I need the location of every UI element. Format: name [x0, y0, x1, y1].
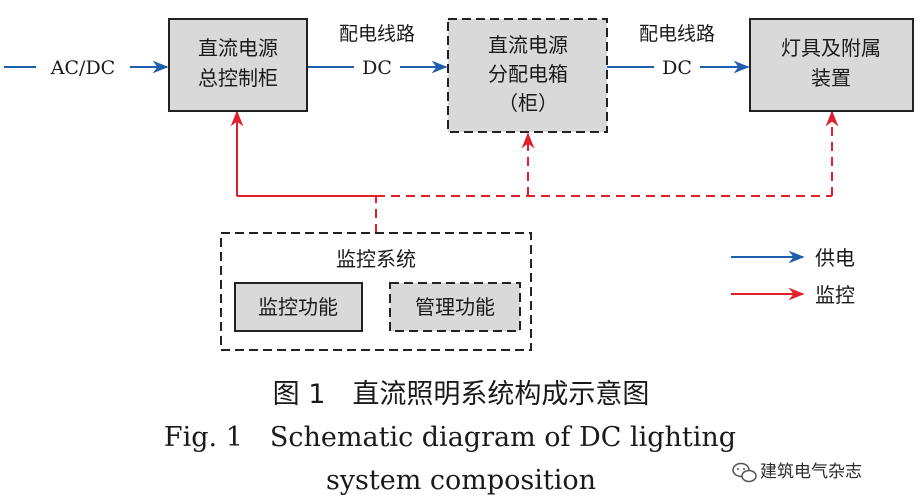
legend-monitor-label: 监控 [815, 283, 855, 307]
watermark-text: 建筑电气杂志 [760, 462, 862, 482]
caption-en-line-1: Fig. 1 Schematic diagram of DC lighting [164, 422, 736, 453]
node-monitor-system: 监控系统 监控功能 管理功能 [220, 232, 532, 351]
node-dist-box: 直流电源 分配电箱 （柜） [447, 18, 608, 133]
wechat-icon [732, 462, 757, 483]
lamps-line-2: 装置 [811, 66, 851, 90]
monitor-lines [230, 110, 839, 233]
legend-supply-label: 供电 [815, 246, 855, 270]
watermark: 建筑电气杂志 [732, 462, 862, 483]
monitor-func-label: 监控功能 [258, 295, 338, 319]
manage-func-label: 管理功能 [415, 295, 495, 319]
dist-box-line-1: 直流电源 [488, 33, 568, 57]
main-cabinet-line-2: 总控制柜 [198, 66, 278, 90]
monitor-system-title: 监控系统 [336, 247, 416, 271]
dist-box-line-2: 分配电箱 [488, 62, 568, 86]
legend: 供电 监控 [731, 246, 855, 307]
node-monitor-func: 监控功能 [234, 282, 363, 332]
node-main-cabinet: 直流电源 总控制柜 [168, 18, 308, 112]
line-1-label-top: 配电线路 [339, 23, 415, 45]
line-1-label-bottom: DC [362, 57, 392, 79]
caption-en-line-2: system composition [326, 465, 596, 496]
node-manage-func: 管理功能 [389, 282, 521, 332]
line-2-label-bottom: DC [662, 57, 692, 79]
lamps-line-1: 灯具及附属 [781, 36, 881, 60]
input-label: AC/DC [50, 57, 115, 79]
dist-box-line-3: （柜） [498, 91, 558, 115]
line-2-label-top: 配电线路 [639, 23, 715, 45]
main-cabinet-line-1: 直流电源 [198, 36, 278, 60]
caption-cn: 图 1 直流照明系统构成示意图 [273, 379, 650, 410]
node-lamps: 灯具及附属 装置 [749, 18, 914, 112]
